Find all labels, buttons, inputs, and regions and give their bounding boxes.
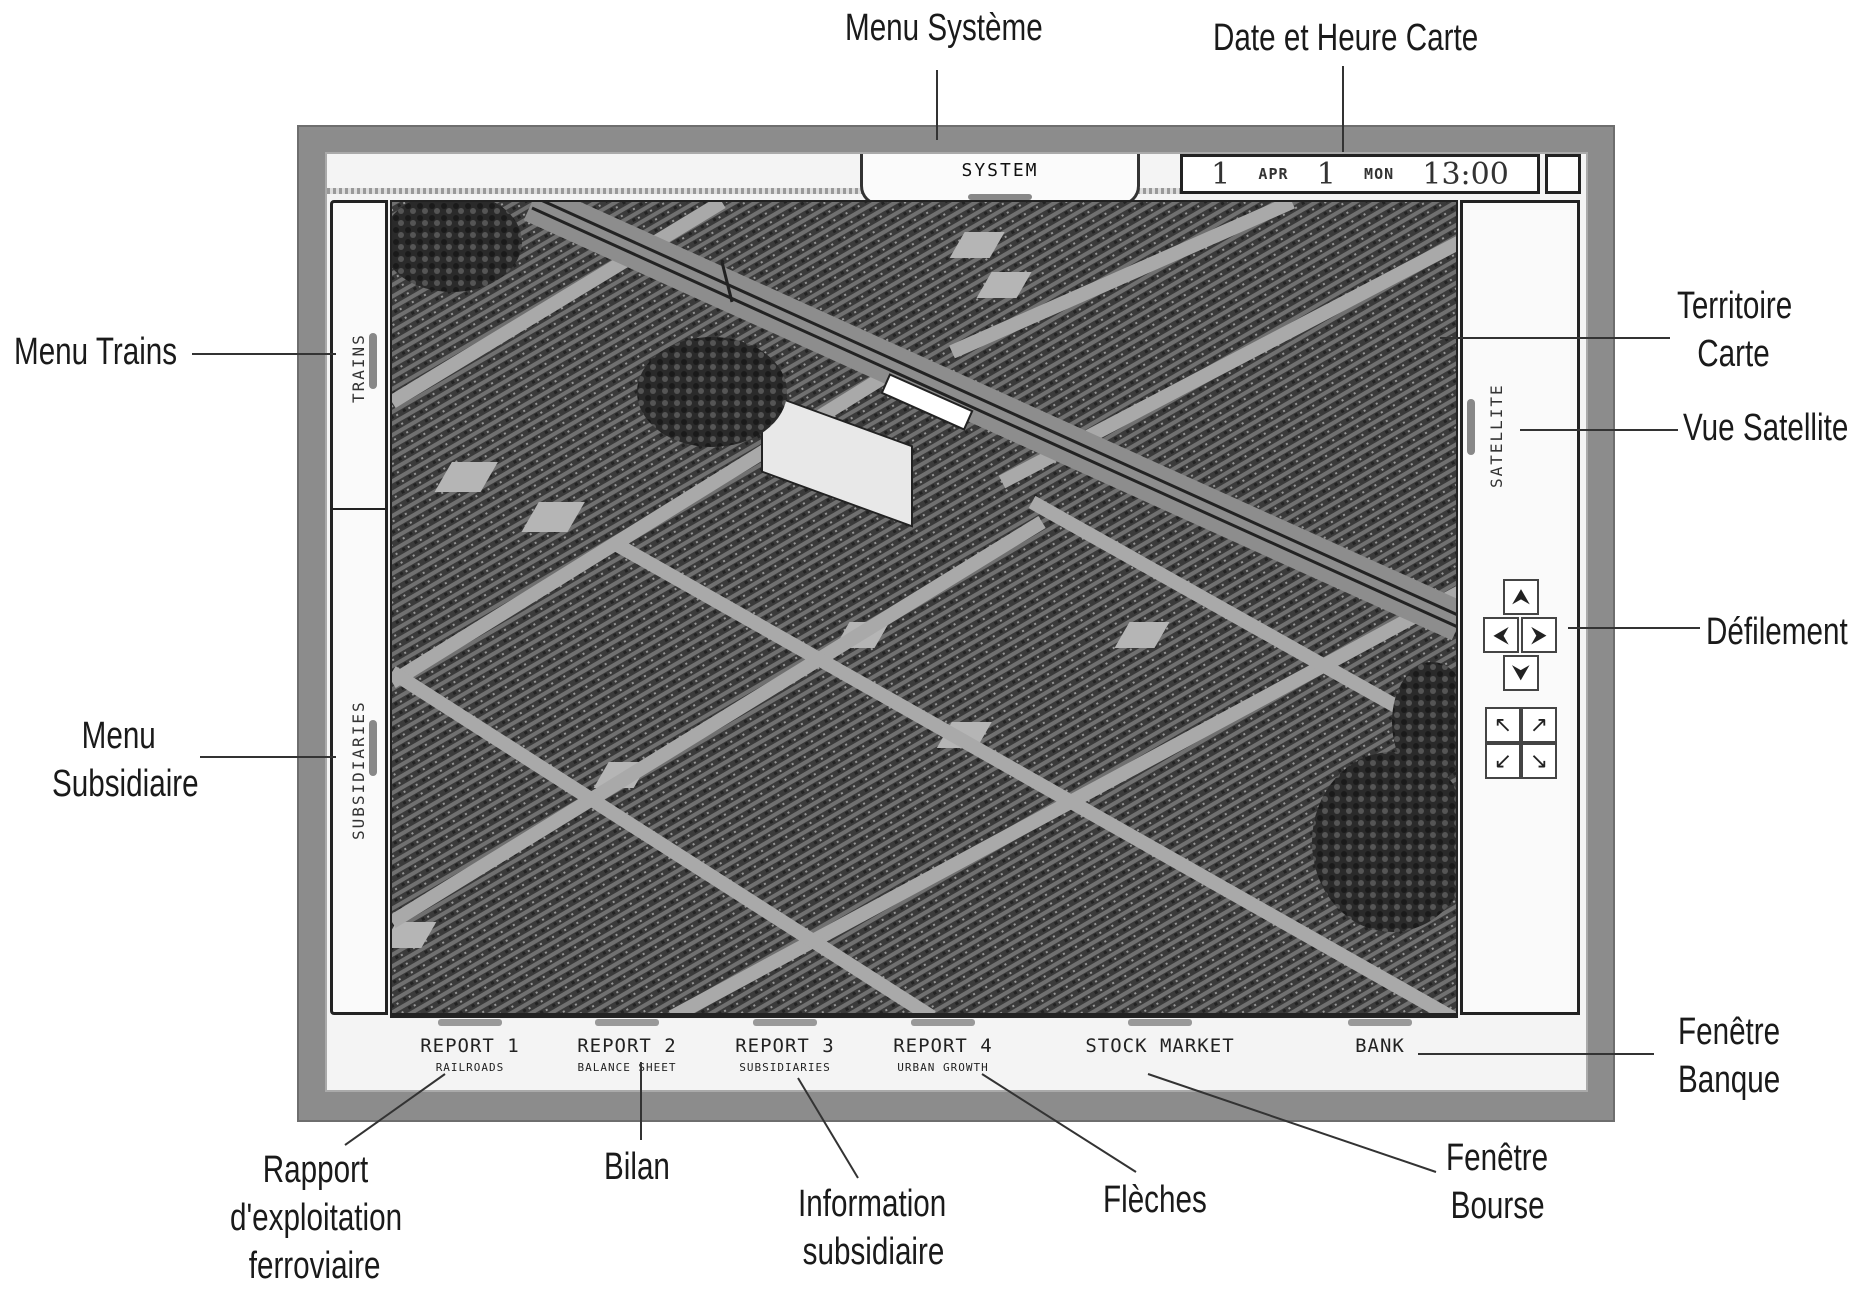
grip-handle [911, 1019, 975, 1026]
trains-menu-button[interactable]: TRAINS [333, 203, 385, 510]
callout-bilan: Bilan [604, 1146, 670, 1188]
callout-vue-satellite: Vue Satellite [1683, 407, 1849, 449]
report-title: REPORT 1 [420, 1035, 520, 1057]
report-subtitle: BALANCE SHEET [577, 1061, 677, 1074]
grip-handle [369, 333, 377, 389]
scroll-arrows: ⮝ ⮜ ⮞ ⮟ ↖ ↗ ↙ ↘ [1463, 573, 1577, 783]
map-territory[interactable] [390, 200, 1458, 1015]
callout-line: Subsidiaire [52, 763, 199, 805]
scroll-se-icon[interactable]: ↘ [1521, 743, 1557, 779]
report-1-button[interactable]: REPORT 1 RAILROADS [400, 1015, 540, 1087]
report-title: REPORT 3 [735, 1035, 835, 1057]
grip-handle [1348, 1019, 1412, 1026]
callout-line: Fenêtre [1446, 1137, 1549, 1179]
satellite-view-button[interactable]: SATELLITE [1463, 203, 1577, 543]
scroll-ne-icon[interactable]: ↗ [1521, 707, 1557, 743]
left-menu-panel: TRAINS SUBSIDIARIES [330, 200, 388, 1015]
callout-line: subsidiaire [802, 1231, 945, 1273]
grip-handle [1128, 1019, 1192, 1026]
report-title: REPORT 2 [577, 1035, 677, 1057]
bank-button[interactable]: BANK [1320, 1015, 1440, 1087]
report-subtitle: SUBSIDIARIES [739, 1061, 831, 1074]
callout-line: Carte [1697, 333, 1770, 375]
date-month: APR [1258, 165, 1289, 183]
forests [392, 202, 1456, 932]
map-bottom-rail [390, 1015, 1458, 1025]
callout-fenetre-banque: Fenêtre Banque [1678, 1008, 1780, 1104]
date-weekday: MON [1364, 165, 1395, 183]
report-4-button[interactable]: REPORT 4 URBAN GROWTH [868, 1015, 1018, 1087]
scroll-down-icon[interactable]: ⮟ [1503, 655, 1539, 691]
callout-rapport: Rapport d'exploitation ferroviaire [230, 1146, 402, 1290]
report-title: BANK [1355, 1035, 1405, 1057]
right-menu-panel: SATELLITE ⮝ ⮜ ⮞ ⮟ ↖ ↗ ↙ ↘ [1460, 200, 1580, 1015]
report-subtitle: RAILROADS [435, 1061, 505, 1074]
date-time-display[interactable]: 1 APR 1 MON 13:00 [1180, 154, 1540, 194]
callout-line: Menu [81, 715, 156, 757]
callout-line: Rapport [262, 1149, 369, 1191]
callout-line: Bourse [1450, 1185, 1545, 1227]
scroll-up-icon[interactable]: ⮝ [1503, 579, 1539, 615]
system-menu-label: SYSTEM [961, 160, 1039, 181]
callout-line: d'exploitation [230, 1197, 403, 1239]
grip-handle [438, 1019, 502, 1026]
scroll-sw-icon[interactable]: ↙ [1485, 743, 1521, 779]
callout-menu-systeme: Menu Système [845, 7, 1043, 49]
report-subtitle: URBAN GROWTH [897, 1061, 989, 1074]
station [761, 373, 974, 528]
scroll-left-icon[interactable]: ⮜ [1483, 617, 1519, 653]
date-time: 13:00 [1422, 156, 1509, 192]
callout-line: Fenêtre [1678, 1011, 1781, 1053]
window-close-box[interactable] [1545, 154, 1581, 194]
scroll-right-icon[interactable]: ⮞ [1521, 617, 1557, 653]
callout-line: Information [798, 1183, 947, 1225]
date-day: 1 [1211, 156, 1231, 192]
scroll-nw-icon[interactable]: ↖ [1485, 707, 1521, 743]
callout-line: Territoire [1677, 285, 1793, 327]
callout-line: Banque [1678, 1059, 1781, 1101]
report-2-button[interactable]: REPORT 2 BALANCE SHEET [552, 1015, 702, 1087]
callout-info-subsidiaire: Information subsidiaire [798, 1180, 946, 1276]
report-3-button[interactable]: REPORT 3 SUBSIDIARIES [710, 1015, 860, 1087]
callout-fenetre-bourse: Fenêtre Bourse [1446, 1134, 1548, 1230]
railway [523, 202, 1456, 641]
grip-handle [968, 194, 1032, 200]
grip-handle [369, 720, 377, 776]
callout-line: ferroviaire [248, 1245, 381, 1287]
report-title: STOCK MARKET [1085, 1035, 1235, 1057]
callout-territoire: Territoire Carte [1677, 282, 1792, 378]
map-render [392, 202, 1456, 1013]
report-title: REPORT 4 [893, 1035, 993, 1057]
callout-menu-subsidiaire: Menu Subsidiaire [52, 712, 199, 808]
grip-handle [753, 1019, 817, 1026]
date-year: 1 [1316, 156, 1336, 192]
report-bar: REPORT 1 RAILROADS REPORT 2 BALANCE SHEE… [330, 1015, 1580, 1090]
grip-handle [595, 1019, 659, 1026]
callout-date-heure: Date et Heure Carte [1213, 17, 1479, 59]
grip-handle [1467, 399, 1475, 455]
callout-defilement: Défilement [1706, 611, 1848, 653]
callout-fleches: Flèches [1103, 1179, 1207, 1221]
callout-menu-trains: Menu Trains [14, 331, 178, 373]
subsidiaries-menu-button[interactable]: SUBSIDIARIES [333, 510, 385, 1010]
stock-market-button[interactable]: STOCK MARKET [1050, 1015, 1270, 1087]
